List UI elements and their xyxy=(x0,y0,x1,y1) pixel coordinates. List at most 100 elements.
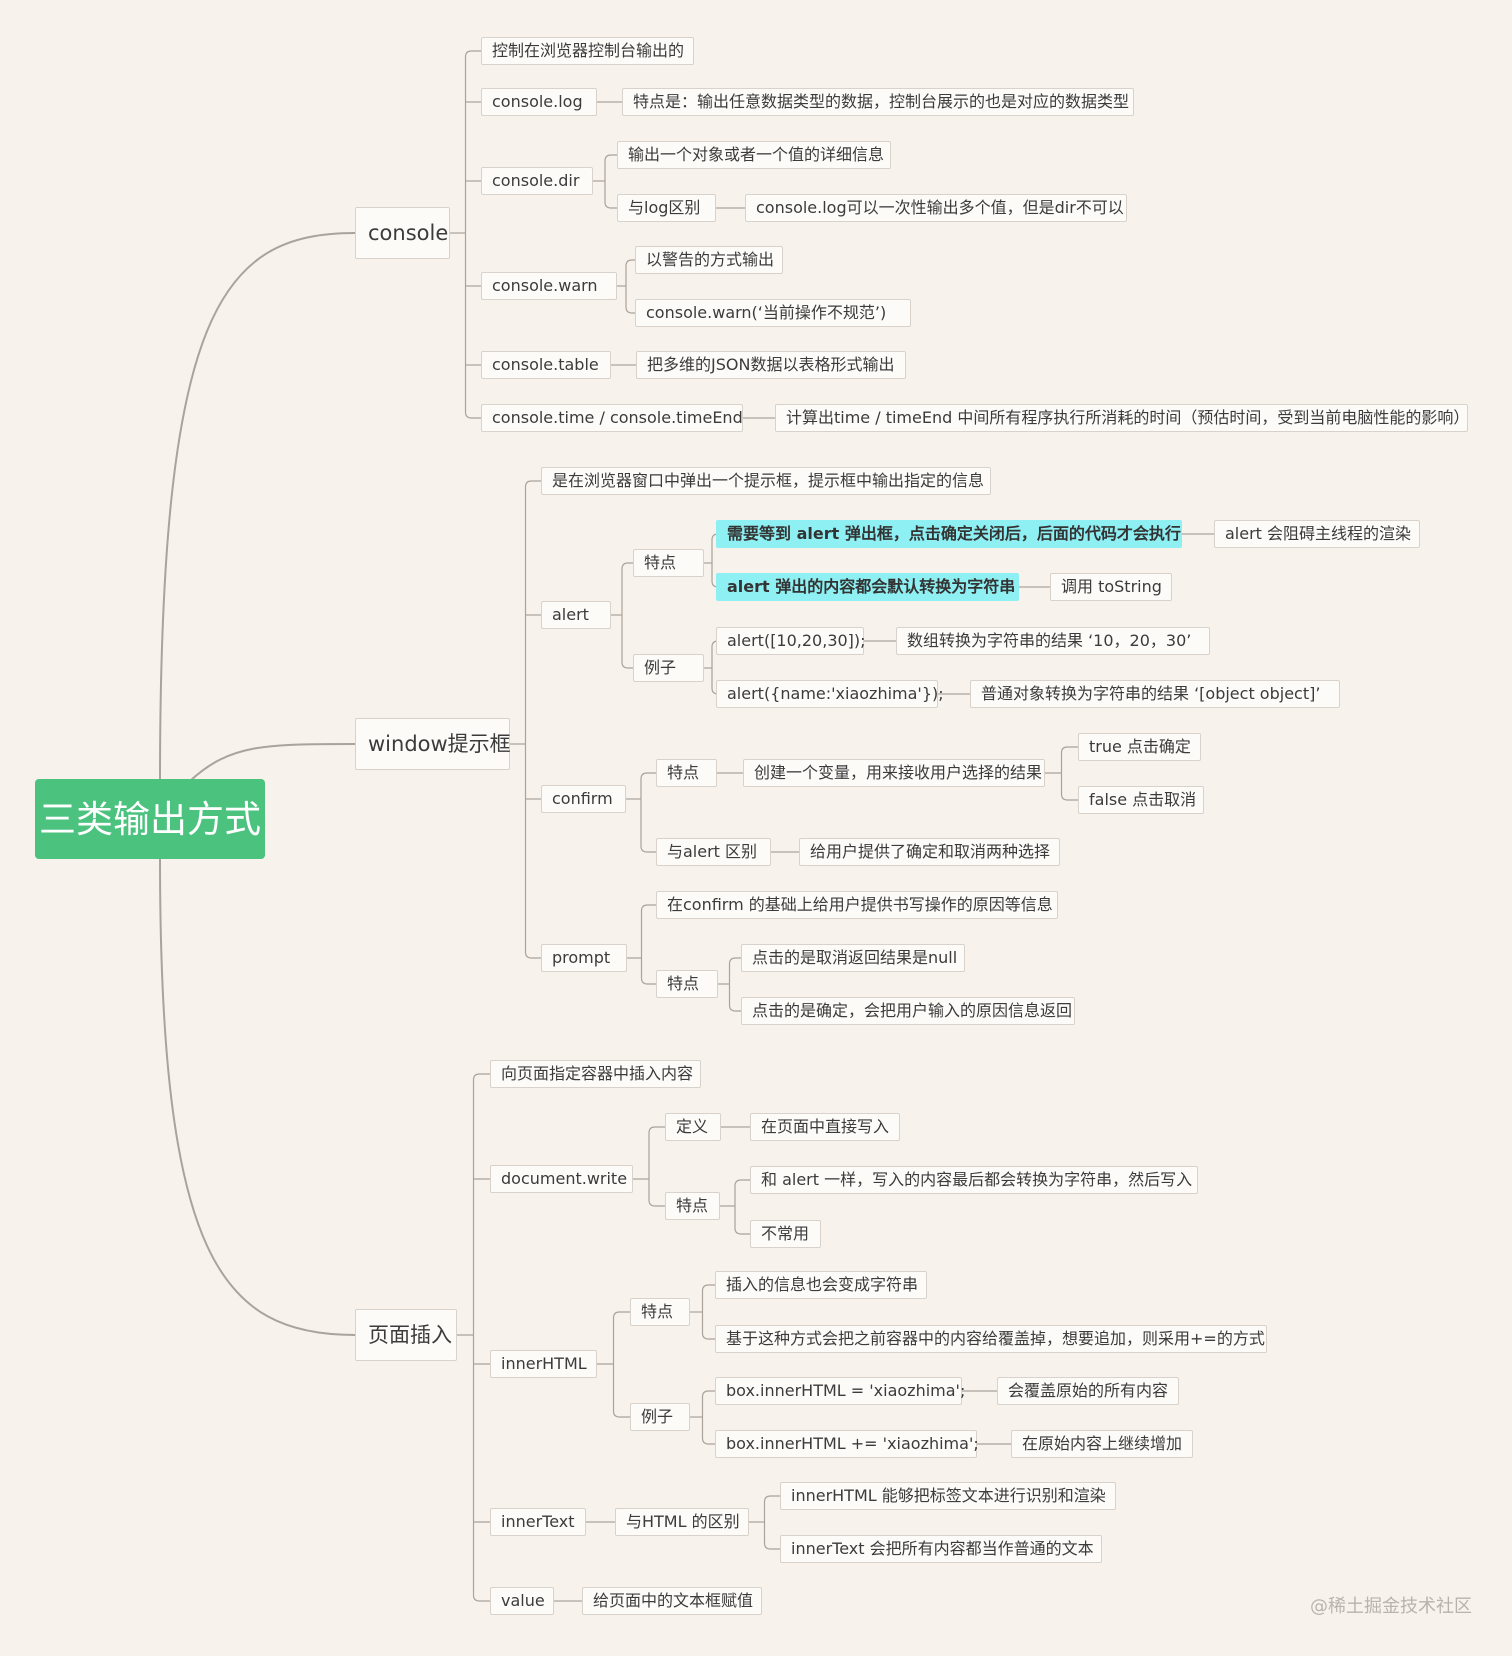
node-label: innerHTML 能够把标签文本进行识别和渲染 xyxy=(791,1486,1106,1505)
node-label: 给用户提供了确定和取消两种选择 xyxy=(810,842,1051,861)
branch-link xyxy=(1060,793,1078,801)
node-label: 特点 xyxy=(667,763,700,782)
node-alert[interactable]: 和 alert 一样，写入的内容最后都会转换为字符串，然后写入 xyxy=(750,1166,1198,1194)
node-label: 给页面中的文本框赋值 xyxy=(593,1591,754,1610)
node-console-warn[interactable]: console.warn(‘当前操作不规范’) xyxy=(635,299,911,327)
node-topic[interactable]: 给页面中的文本框赋值 xyxy=(582,1587,762,1615)
node-confirm[interactable]: confirm xyxy=(541,785,626,813)
node-label: console.time / console.timeEnd xyxy=(492,408,743,427)
node-label: box.innerHTML = 'xiaozhima'; xyxy=(726,1381,966,1400)
node-topic[interactable]: 特点 xyxy=(633,549,704,577)
node-topic[interactable]: 输出一个对象或者一个值的详细信息 xyxy=(617,141,891,169)
node-topic[interactable]: 插入的信息也会变成字符串 xyxy=(715,1271,927,1299)
node-false[interactable]: false 点击取消 xyxy=(1078,786,1204,814)
node-alert[interactable]: 需要等到 alert 弹出框，点击确定关闭后，后面的代码才会执行 xyxy=(716,520,1182,548)
node-topic[interactable]: 向页面指定容器中插入内容 xyxy=(490,1060,701,1088)
node-topic[interactable]: 点击的是确定，会把用户输入的原因信息返回 xyxy=(741,997,1075,1025)
branch-link xyxy=(701,1390,715,1398)
node-innertext[interactable]: innerText 会把所有内容都当作普通的文本 xyxy=(780,1535,1102,1563)
node-topic[interactable]: 基于这种方式会把之前容器中的内容给覆盖掉，想要追加，则采用+=的方式 xyxy=(715,1325,1267,1353)
node-box-innerhtml-xiaozhima[interactable]: box.innerHTML = 'xiaozhima'; xyxy=(715,1377,966,1405)
node-label: 把多维的JSON数据以表格形式输出 xyxy=(647,355,895,374)
node-alert-10-20-30[interactable]: alert([10,20,30]); xyxy=(716,627,866,655)
node-topic[interactable]: 在页面中直接写入 xyxy=(750,1113,900,1141)
node-topic[interactable]: 创建一个变量，用来接收用户选择的结果 xyxy=(743,759,1045,787)
node-topic[interactable]: 在原始内容上继续增加 xyxy=(1011,1430,1193,1458)
node-console[interactable]: console xyxy=(355,207,450,259)
node-label: console.table xyxy=(492,355,599,374)
node-console-dir[interactable]: console.dir xyxy=(481,167,593,195)
branch-link xyxy=(640,904,656,912)
node-label: 输出一个对象或者一个值的详细信息 xyxy=(628,145,885,164)
node-confirm[interactable]: 在confirm 的基础上给用户提供书写操作的原因等信息 xyxy=(656,891,1058,919)
node-box-innerhtml-xiaozhima[interactable]: box.innerHTML += 'xiaozhima'; xyxy=(715,1430,979,1458)
node-console-log-dir[interactable]: console.log可以一次性输出多个值，但是dir不可以 xyxy=(745,194,1127,222)
node-prompt[interactable]: prompt xyxy=(541,944,627,972)
node-label: 数组转换为字符串的结果 ‘10，20，30’ xyxy=(907,631,1192,650)
node-innertext[interactable]: innerText xyxy=(490,1508,586,1536)
node-label: 点击的是确定，会把用户输入的原因信息返回 xyxy=(752,1001,1073,1020)
node-console-log[interactable]: console.log xyxy=(481,88,597,116)
node-console-time-console-timeend[interactable]: console.time / console.timeEnd xyxy=(481,404,743,432)
node-topic[interactable]: 特点 xyxy=(665,1192,720,1220)
branch-link xyxy=(612,1410,630,1418)
node-label: 计算出time / timeEnd 中间所有程序执行所消耗的时间（预估时间，受到… xyxy=(786,408,1470,427)
node-label: 向页面指定容器中插入内容 xyxy=(501,1064,694,1083)
node-label: window提示框 xyxy=(368,731,511,756)
node-console-warn[interactable]: console.warn xyxy=(481,272,617,300)
node-topic[interactable]: 控制在浏览器控制台输出的 xyxy=(481,37,694,65)
node-topic[interactable]: 特点 xyxy=(656,970,718,998)
branch-link xyxy=(464,411,481,419)
node-document-write[interactable]: document.write xyxy=(490,1165,633,1193)
node-label: 和 alert 一样，写入的内容最后都会转换为字符串，然后写入 xyxy=(761,1170,1193,1189)
node-json[interactable]: 把多维的JSON数据以表格形式输出 xyxy=(636,351,906,379)
node-label: 定义 xyxy=(676,1117,709,1136)
node-object-object[interactable]: 普通对象转换为字符串的结果 ‘[object object]’ xyxy=(970,680,1340,708)
node-alert[interactable]: alert 会阻碍主线程的渲染 xyxy=(1214,520,1420,548)
branch-link xyxy=(734,1227,750,1235)
node-topic[interactable]: 特点是：输出任意数据类型的数据，控制台展示的也是对应的数据类型 xyxy=(622,88,1134,116)
node-topic[interactable]: 不常用 xyxy=(750,1220,821,1248)
node-console-table[interactable]: console.table xyxy=(481,351,611,379)
node-10-20-30[interactable]: 数组转换为字符串的结果 ‘10，20，30’ xyxy=(896,627,1210,655)
node-topic[interactable]: 例子 xyxy=(633,654,704,682)
node-alert[interactable]: 与alert 区别 xyxy=(656,838,771,866)
node-topic[interactable]: 页面插入 xyxy=(355,1309,457,1361)
node-topic[interactable]: 会覆盖原始的所有内容 xyxy=(997,1377,1179,1405)
node-label: 基于这种方式会把之前容器中的内容给覆盖掉，想要追加，则采用+=的方式 xyxy=(726,1329,1265,1348)
node-window[interactable]: window提示框 xyxy=(355,718,511,770)
node-alert[interactable]: alert 弹出的内容都会默认转换为字符串 xyxy=(716,573,1019,601)
root-link xyxy=(159,857,356,1336)
branch-link xyxy=(1060,746,1078,754)
node-alert-name-xiaozhima[interactable]: alert({name:'xiaozhima'}); xyxy=(716,680,944,708)
branch-link xyxy=(625,259,635,267)
node-label: innerText xyxy=(501,1512,575,1531)
node-label: 不常用 xyxy=(761,1224,810,1243)
node-topic[interactable]: 是在浏览器窗口中弹出一个提示框，提示框中输出指定的信息 xyxy=(541,467,991,495)
node-label: 在页面中直接写入 xyxy=(761,1117,890,1136)
node-true[interactable]: true 点击确定 xyxy=(1078,733,1201,761)
node-value[interactable]: value xyxy=(490,1587,554,1615)
branch-link xyxy=(625,306,635,314)
node-log[interactable]: 与log区别 xyxy=(617,194,716,222)
node-topic[interactable]: 特点 xyxy=(656,759,717,787)
node-topic[interactable]: 例子 xyxy=(630,1403,690,1431)
node-label: 需要等到 alert 弹出框，点击确定关闭后，后面的代码才会执行 xyxy=(727,524,1181,543)
node-time-timeend[interactable]: 计算出time / timeEnd 中间所有程序执行所消耗的时间（预估时间，受到… xyxy=(775,404,1470,432)
branch-link xyxy=(648,1199,665,1207)
node-topic[interactable]: 定义 xyxy=(665,1113,721,1141)
node-label: 调用 toString xyxy=(1061,577,1162,596)
node-label: 特点 xyxy=(676,1196,709,1215)
node-label: alert([10,20,30]); xyxy=(727,631,866,650)
node-innerhtml[interactable]: innerHTML 能够把标签文本进行识别和渲染 xyxy=(780,1482,1116,1510)
node-alert[interactable]: alert xyxy=(541,601,611,629)
node-null[interactable]: 点击的是取消返回结果是null xyxy=(741,944,965,972)
node-topic[interactable]: 以警告的方式输出 xyxy=(635,246,783,274)
node-topic[interactable]: 给用户提供了确定和取消两种选择 xyxy=(799,838,1060,866)
node-topic[interactable]: 特点 xyxy=(630,1298,690,1326)
node-root[interactable]: 三类输出方式 xyxy=(35,779,265,859)
node-innerhtml[interactable]: innerHTML xyxy=(490,1350,597,1378)
node-tostring[interactable]: 调用 toString xyxy=(1050,573,1172,601)
node-html[interactable]: 与HTML 的区别 xyxy=(615,1508,749,1536)
